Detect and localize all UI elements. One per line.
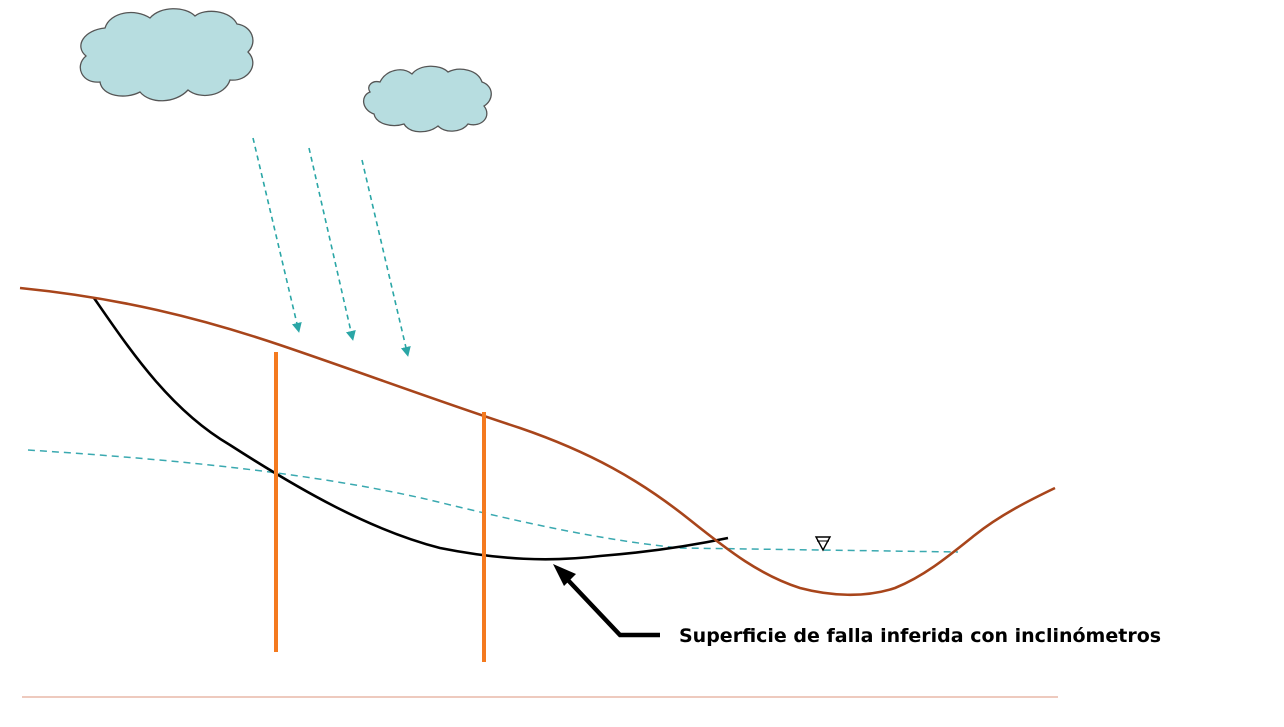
cloud-icon: [79, 8, 254, 102]
water-table-line: [27, 449, 959, 553]
callout-arrow: [564, 576, 660, 638]
rain-arrow: [252, 137, 302, 333]
callout-arrowhead-icon: [553, 564, 576, 586]
water-table-symbol-icon: [814, 536, 832, 552]
cloud-icon: [363, 65, 492, 133]
rain-arrow: [308, 147, 356, 341]
failure-surface-line: [92, 297, 729, 561]
ground-surface-line: [19, 286, 1056, 597]
rain-arrow: [361, 159, 411, 357]
failure-surface-label: Superficie de falla inferida con inclinó…: [679, 625, 1161, 647]
